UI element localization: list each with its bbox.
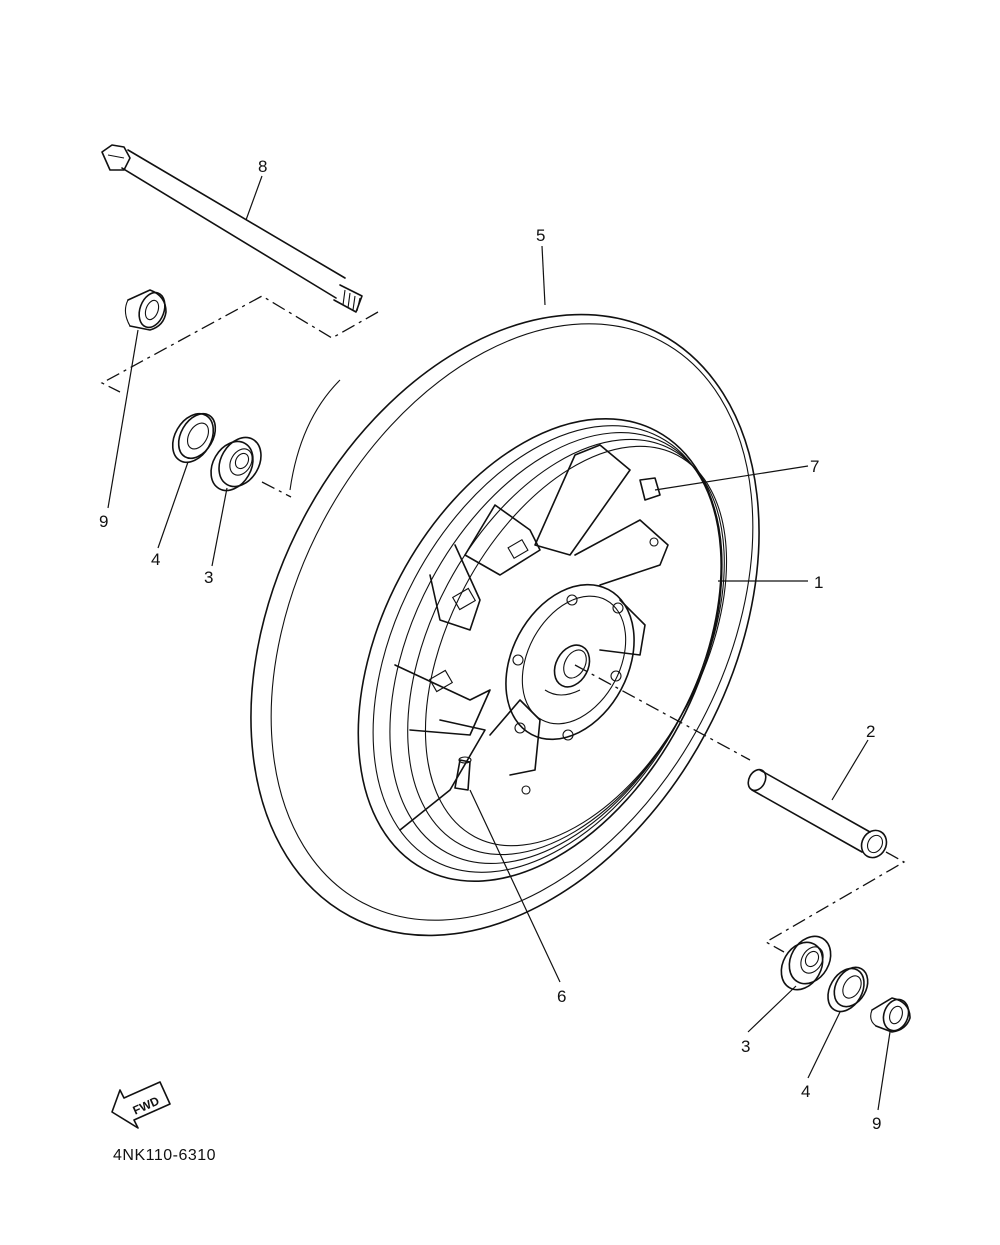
label-part-7: 7: [810, 457, 819, 476]
leader-lines: [107, 175, 891, 1111]
label-part-8: 8: [258, 157, 267, 176]
bearing-right: [780, 935, 832, 991]
diagram-code: 4NK110-6310: [113, 1147, 216, 1164]
wheel-hub: [505, 537, 659, 795]
label-part-1: 1: [814, 573, 823, 592]
hub-spacer: [747, 768, 888, 859]
part-labels: 8 5 7 1 2 6 9 4 3 3 4 9: [99, 157, 881, 1133]
label-part-9-left: 9: [99, 512, 108, 531]
forward-direction-arrow: FWD: [111, 1081, 171, 1129]
balance-weight: [639, 477, 661, 501]
oil-seal-right: [827, 966, 869, 1013]
label-part-6: 6: [557, 987, 566, 1006]
wheel-spokes: [394, 444, 669, 831]
label-part-9-right: 9: [872, 1114, 881, 1133]
collar-left: [124, 289, 167, 331]
valve-stem: [454, 756, 472, 791]
label-part-4-left: 4: [151, 550, 160, 569]
label-part-2: 2: [866, 722, 875, 741]
wheel-rim: [357, 418, 728, 882]
label-part-3-left: 3: [204, 568, 213, 587]
label-part-5: 5: [536, 226, 545, 245]
assembly-guide-lines: [100, 295, 906, 953]
collar-right: [870, 997, 911, 1033]
label-part-4-right: 4: [801, 1082, 810, 1101]
label-part-3-right: 3: [741, 1037, 750, 1056]
bearing-left: [210, 436, 262, 492]
wheel-axle: [101, 144, 363, 313]
oil-seal-left: [171, 412, 217, 464]
tire: [250, 313, 760, 937]
